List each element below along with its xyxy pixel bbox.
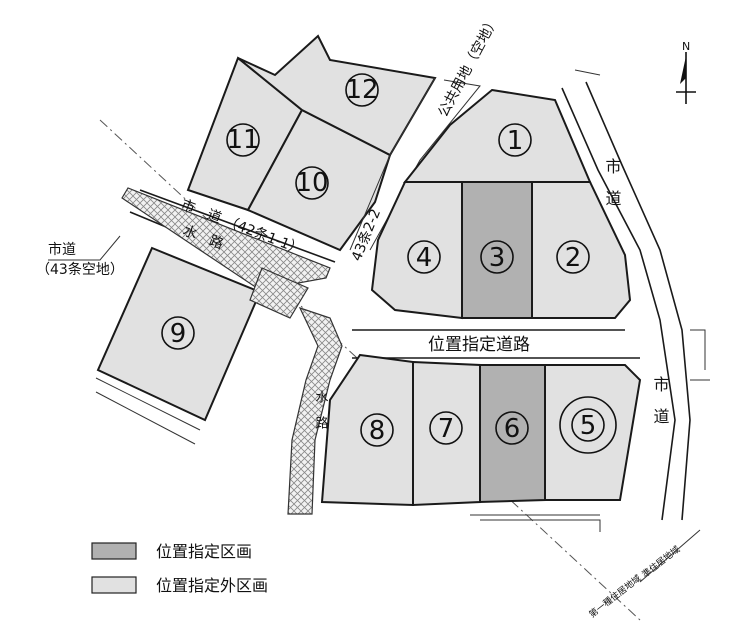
lot-9: [96, 246, 262, 422]
legend-label-designated: 位置指定区画: [156, 542, 252, 561]
svg-text:8: 8: [369, 416, 386, 446]
svg-text:5: 5: [580, 411, 597, 441]
legend: 位置指定区画 位置指定外区画: [91, 542, 268, 595]
lot-5: [544, 364, 642, 501]
lot-number-4: 4: [407, 240, 441, 274]
lot-number-5: 5: [559, 396, 617, 454]
legend-swatch-designated: [91, 542, 137, 560]
east-city-road: [561, 69, 710, 521]
designated-road-label: 位置指定道路: [428, 335, 530, 355]
svg-text:9: 9: [170, 319, 187, 349]
zone-arrow: [639, 529, 701, 583]
svg-text:6: 6: [504, 414, 521, 444]
lot-2: [531, 181, 632, 319]
waterway-label-vertical: 水 路: [313, 390, 329, 429]
svg-text:11: 11: [226, 125, 259, 155]
lot-8: [320, 353, 414, 507]
svg-text:3: 3: [489, 243, 506, 273]
lot-number-8: 8: [360, 413, 394, 447]
zone-quasi-label: 準住居地域: [639, 543, 682, 580]
svg-text:12: 12: [345, 75, 378, 105]
leader-line: [48, 235, 121, 261]
lot-number-3: 3: [480, 240, 514, 274]
lot-12: [237, 34, 437, 157]
lot-number-1: 1: [498, 123, 532, 157]
svg-text:7: 7: [438, 414, 455, 444]
lot-number-10: 10: [295, 166, 329, 200]
road-43-title: 市道: [48, 241, 76, 258]
lot-number-2: 2: [556, 240, 590, 274]
north-label: N: [682, 40, 690, 53]
legend-label-outside: 位置指定外区画: [156, 576, 268, 595]
svg-text:1: 1: [507, 126, 524, 156]
svg-text:10: 10: [295, 168, 328, 198]
svg-text:2: 2: [565, 243, 582, 273]
waterway-upper: [121, 187, 331, 291]
zone-first-label: 第一種住居地域: [586, 572, 643, 620]
lot-number-12: 12: [345, 73, 379, 107]
north-arrow-icon: N: [676, 40, 696, 104]
waterway-corner: [249, 267, 309, 319]
lot-1: [402, 88, 592, 183]
lot-number-11: 11: [226, 123, 260, 157]
east-road-label-bottom: 市 道: [651, 376, 670, 424]
waterway-vertical: [287, 306, 343, 515]
svg-text:4: 4: [416, 243, 433, 273]
lot-number-6: 6: [495, 411, 529, 445]
legend-swatch-outside: [91, 576, 137, 594]
road-43-sub: （43条空地）: [36, 261, 124, 278]
east-road-label-top: 市 道: [603, 158, 622, 206]
lot-number-7: 7: [429, 411, 463, 445]
lot-number-9: 9: [161, 316, 195, 350]
